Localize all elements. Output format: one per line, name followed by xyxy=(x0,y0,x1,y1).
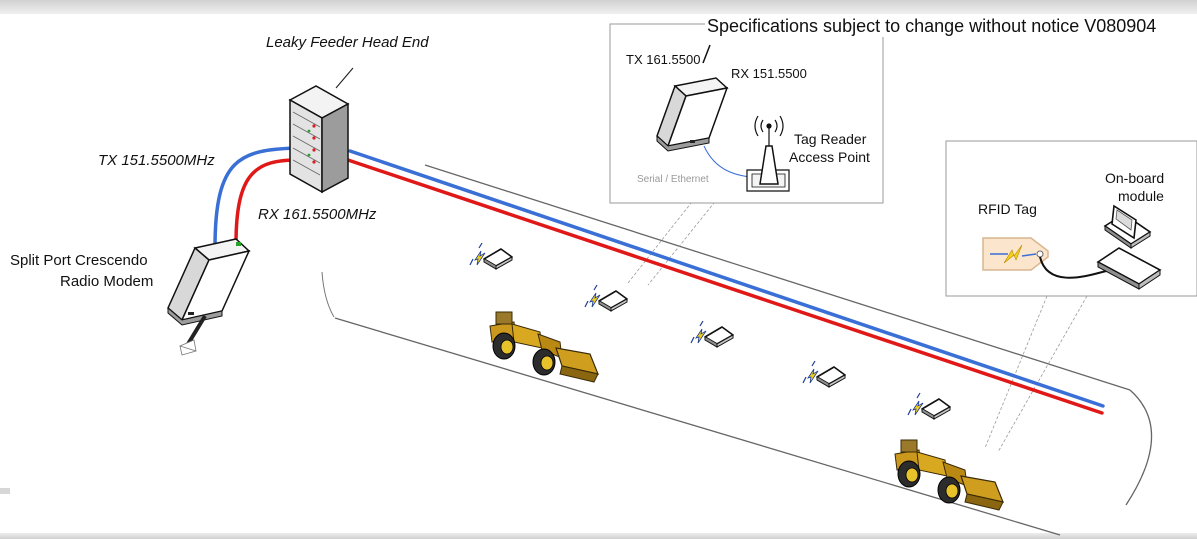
wireless-node-icon xyxy=(469,242,513,270)
modem-label-line2: Radio Modem xyxy=(60,273,154,290)
modem-tx-cable xyxy=(213,146,298,250)
rx-cable xyxy=(346,158,1104,415)
tag-reader-icon xyxy=(746,145,790,192)
tx-cable xyxy=(348,149,1105,408)
rack-icon xyxy=(288,67,354,194)
callout-lines xyxy=(627,197,1088,453)
antenna-icon xyxy=(754,115,784,146)
wireless-node-icon xyxy=(584,284,628,312)
spec-note: Specifications subject to change without… xyxy=(705,16,1159,37)
wireless-node-icon xyxy=(802,360,846,388)
rfid-tag-icon xyxy=(982,237,1049,271)
rx-frequency-label: RX 161.5500MHz xyxy=(258,206,377,223)
tag-reader-label-line1: Tag Reader xyxy=(794,131,867,147)
inset-rx-label: RX 151.5500 xyxy=(731,66,807,81)
rfid-tag-label: RFID Tag xyxy=(978,201,1037,217)
inset-tx-label: TX 161.5500 xyxy=(626,52,701,67)
modem-rx-cable xyxy=(234,158,300,246)
modem-label-line1: Split Port Crescendo xyxy=(10,252,148,269)
wireless-node-icon xyxy=(690,320,734,348)
computer-icon xyxy=(1096,204,1162,290)
bottom-band xyxy=(0,533,1197,539)
head-end-label: Leaky Feeder Head End xyxy=(266,34,429,51)
onboard-module-label-line1: On-board xyxy=(1105,170,1165,186)
onboard-module-label-line2: module xyxy=(1118,188,1164,204)
inset-modem-icon xyxy=(656,77,729,152)
reader-inset xyxy=(609,23,884,204)
radio-modem-icon xyxy=(167,238,251,356)
tx-frequency-label: TX 151.5500MHz xyxy=(98,152,215,169)
leaky-feeder-cables xyxy=(213,146,1105,415)
left-edge-mark xyxy=(0,488,10,494)
tunnel-outline xyxy=(321,164,1153,536)
tag-reader-label-line2: Access Point xyxy=(789,149,870,165)
vehicle-inset xyxy=(945,140,1197,297)
loader-vehicle-icon xyxy=(489,311,599,383)
loader-vehicle-icon xyxy=(894,439,1004,511)
serial-ethernet-label: Serial / Ethernet xyxy=(637,174,709,185)
wireless-node-icon xyxy=(907,392,951,420)
top-band xyxy=(0,0,1197,14)
